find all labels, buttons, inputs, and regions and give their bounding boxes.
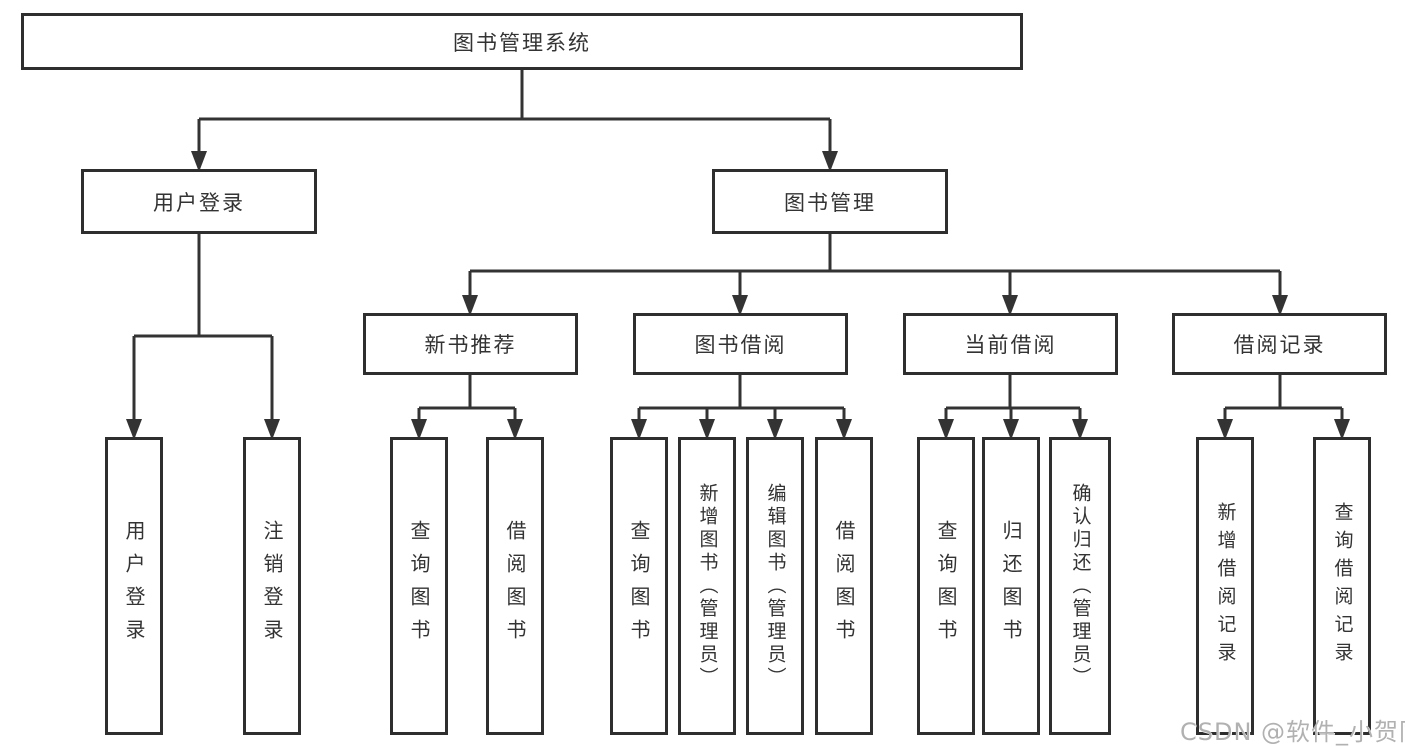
node-current-borrow: 当前借阅 xyxy=(903,313,1118,375)
node-label: 借阅图书 xyxy=(832,520,856,652)
leaf-query-books-recommend: 查询图书 xyxy=(390,437,448,735)
node-label: 新书推荐 xyxy=(424,333,517,357)
node-label: 用户登录 xyxy=(122,520,146,652)
node-label: 用户登录 xyxy=(153,190,245,215)
leaf-logout: 注销登录 xyxy=(243,437,301,735)
node-book-management: 图书管理 xyxy=(712,169,948,234)
node-label: 图书借阅 xyxy=(694,333,787,357)
leaf-add-books-admin: 新增图书（管理员） xyxy=(678,437,736,735)
leaf-add-borrow-record: 新增借阅记录 xyxy=(1196,437,1254,735)
node-new-book-recommend: 新书推荐 xyxy=(363,313,578,375)
leaf-confirm-return-admin: 确认归还（管理员） xyxy=(1049,437,1111,735)
node-label: 注销登录 xyxy=(260,520,284,652)
node-label: 查询图书 xyxy=(627,520,651,652)
node-label: 图书管理 xyxy=(784,190,876,215)
node-label: 借阅图书 xyxy=(503,520,527,652)
leaf-query-borrow-record: 查询借阅记录 xyxy=(1313,437,1371,735)
leaf-user-login: 用户登录 xyxy=(105,437,163,735)
leaf-borrow-books: 借阅图书 xyxy=(815,437,873,735)
node-label: 查询借阅记录 xyxy=(1331,502,1354,670)
leaf-borrow-books-recommend: 借阅图书 xyxy=(486,437,544,735)
node-label: 归还图书 xyxy=(999,520,1023,652)
node-book-borrow: 图书借阅 xyxy=(633,313,848,375)
node-label: 新增图书（管理员） xyxy=(696,482,719,690)
leaf-edit-books-admin: 编辑图书（管理员） xyxy=(746,437,804,735)
leaf-return-books: 归还图书 xyxy=(982,437,1040,735)
leaf-query-books-current: 查询图书 xyxy=(917,437,975,735)
node-label: 新增借阅记录 xyxy=(1214,502,1237,670)
node-label: 当前借阅 xyxy=(964,333,1057,357)
node-borrow-records: 借阅记录 xyxy=(1172,313,1387,375)
node-user-login: 用户登录 xyxy=(81,169,317,234)
node-label: 查询图书 xyxy=(934,520,958,652)
node-label: 图书管理系统 xyxy=(453,30,591,55)
node-label: 借阅记录 xyxy=(1233,333,1326,357)
csdn-watermark: CSDN @软件_小贺同学 xyxy=(1180,718,1405,746)
node-label: 确认归还（管理员） xyxy=(1069,482,1092,690)
leaf-query-books-borrow: 查询图书 xyxy=(610,437,668,735)
node-label: 编辑图书（管理员） xyxy=(764,482,787,690)
arrowhead-icons xyxy=(126,151,1350,440)
tree-edges xyxy=(132,69,1344,422)
node-root-system: 图书管理系统 xyxy=(21,13,1023,70)
node-label: 查询图书 xyxy=(407,520,431,652)
